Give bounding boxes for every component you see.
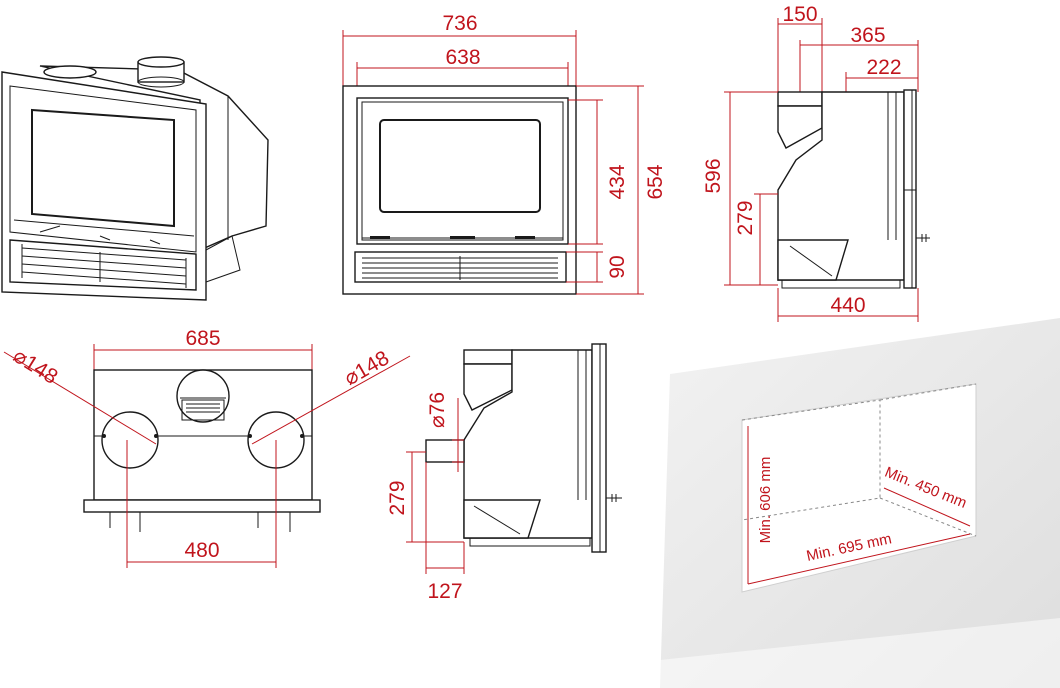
top-duct-spacing-label: 480 — [184, 539, 219, 562]
niche-diagram: Min. 606 mm Min. 450 mm Min. 695 mm — [660, 318, 1060, 688]
top-width-label: 685 — [185, 327, 220, 350]
front-view: 736 638 434 90 654 — [342, 12, 667, 295]
side-depth-label: 440 — [830, 294, 865, 317]
side-view-duct: ⌀76 279 127 — [386, 343, 622, 603]
top-view: 685 ⌀148 ⌀148 480 — [3, 327, 411, 568]
front-door-height-label: 434 — [606, 164, 629, 199]
side-flue-offset-label: 365 — [850, 24, 885, 47]
front-inner-width-label: 638 — [445, 46, 480, 69]
niche-min-height-label: Min. 606 mm — [757, 457, 774, 544]
side-flue-width-label: 150 — [782, 3, 817, 26]
front-grille-height-label: 90 — [606, 255, 629, 278]
side2-duct-diameter-label: ⌀76 — [426, 392, 449, 428]
side-view: 150 365 222 596 279 440 — [702, 3, 930, 322]
side-flue-height-label: 279 — [734, 200, 757, 235]
front-overall-height-label: 654 — [644, 164, 667, 199]
top-duct-right-label: ⌀148 — [340, 346, 393, 390]
side-frame-offset-label: 222 — [866, 56, 901, 79]
perspective-view — [1, 56, 269, 301]
front-overall-width-label: 736 — [442, 12, 477, 35]
side2-duct-offset-label: 127 — [427, 580, 462, 603]
side-overall-height-label: 596 — [702, 158, 725, 193]
side2-duct-height-label: 279 — [386, 480, 409, 515]
